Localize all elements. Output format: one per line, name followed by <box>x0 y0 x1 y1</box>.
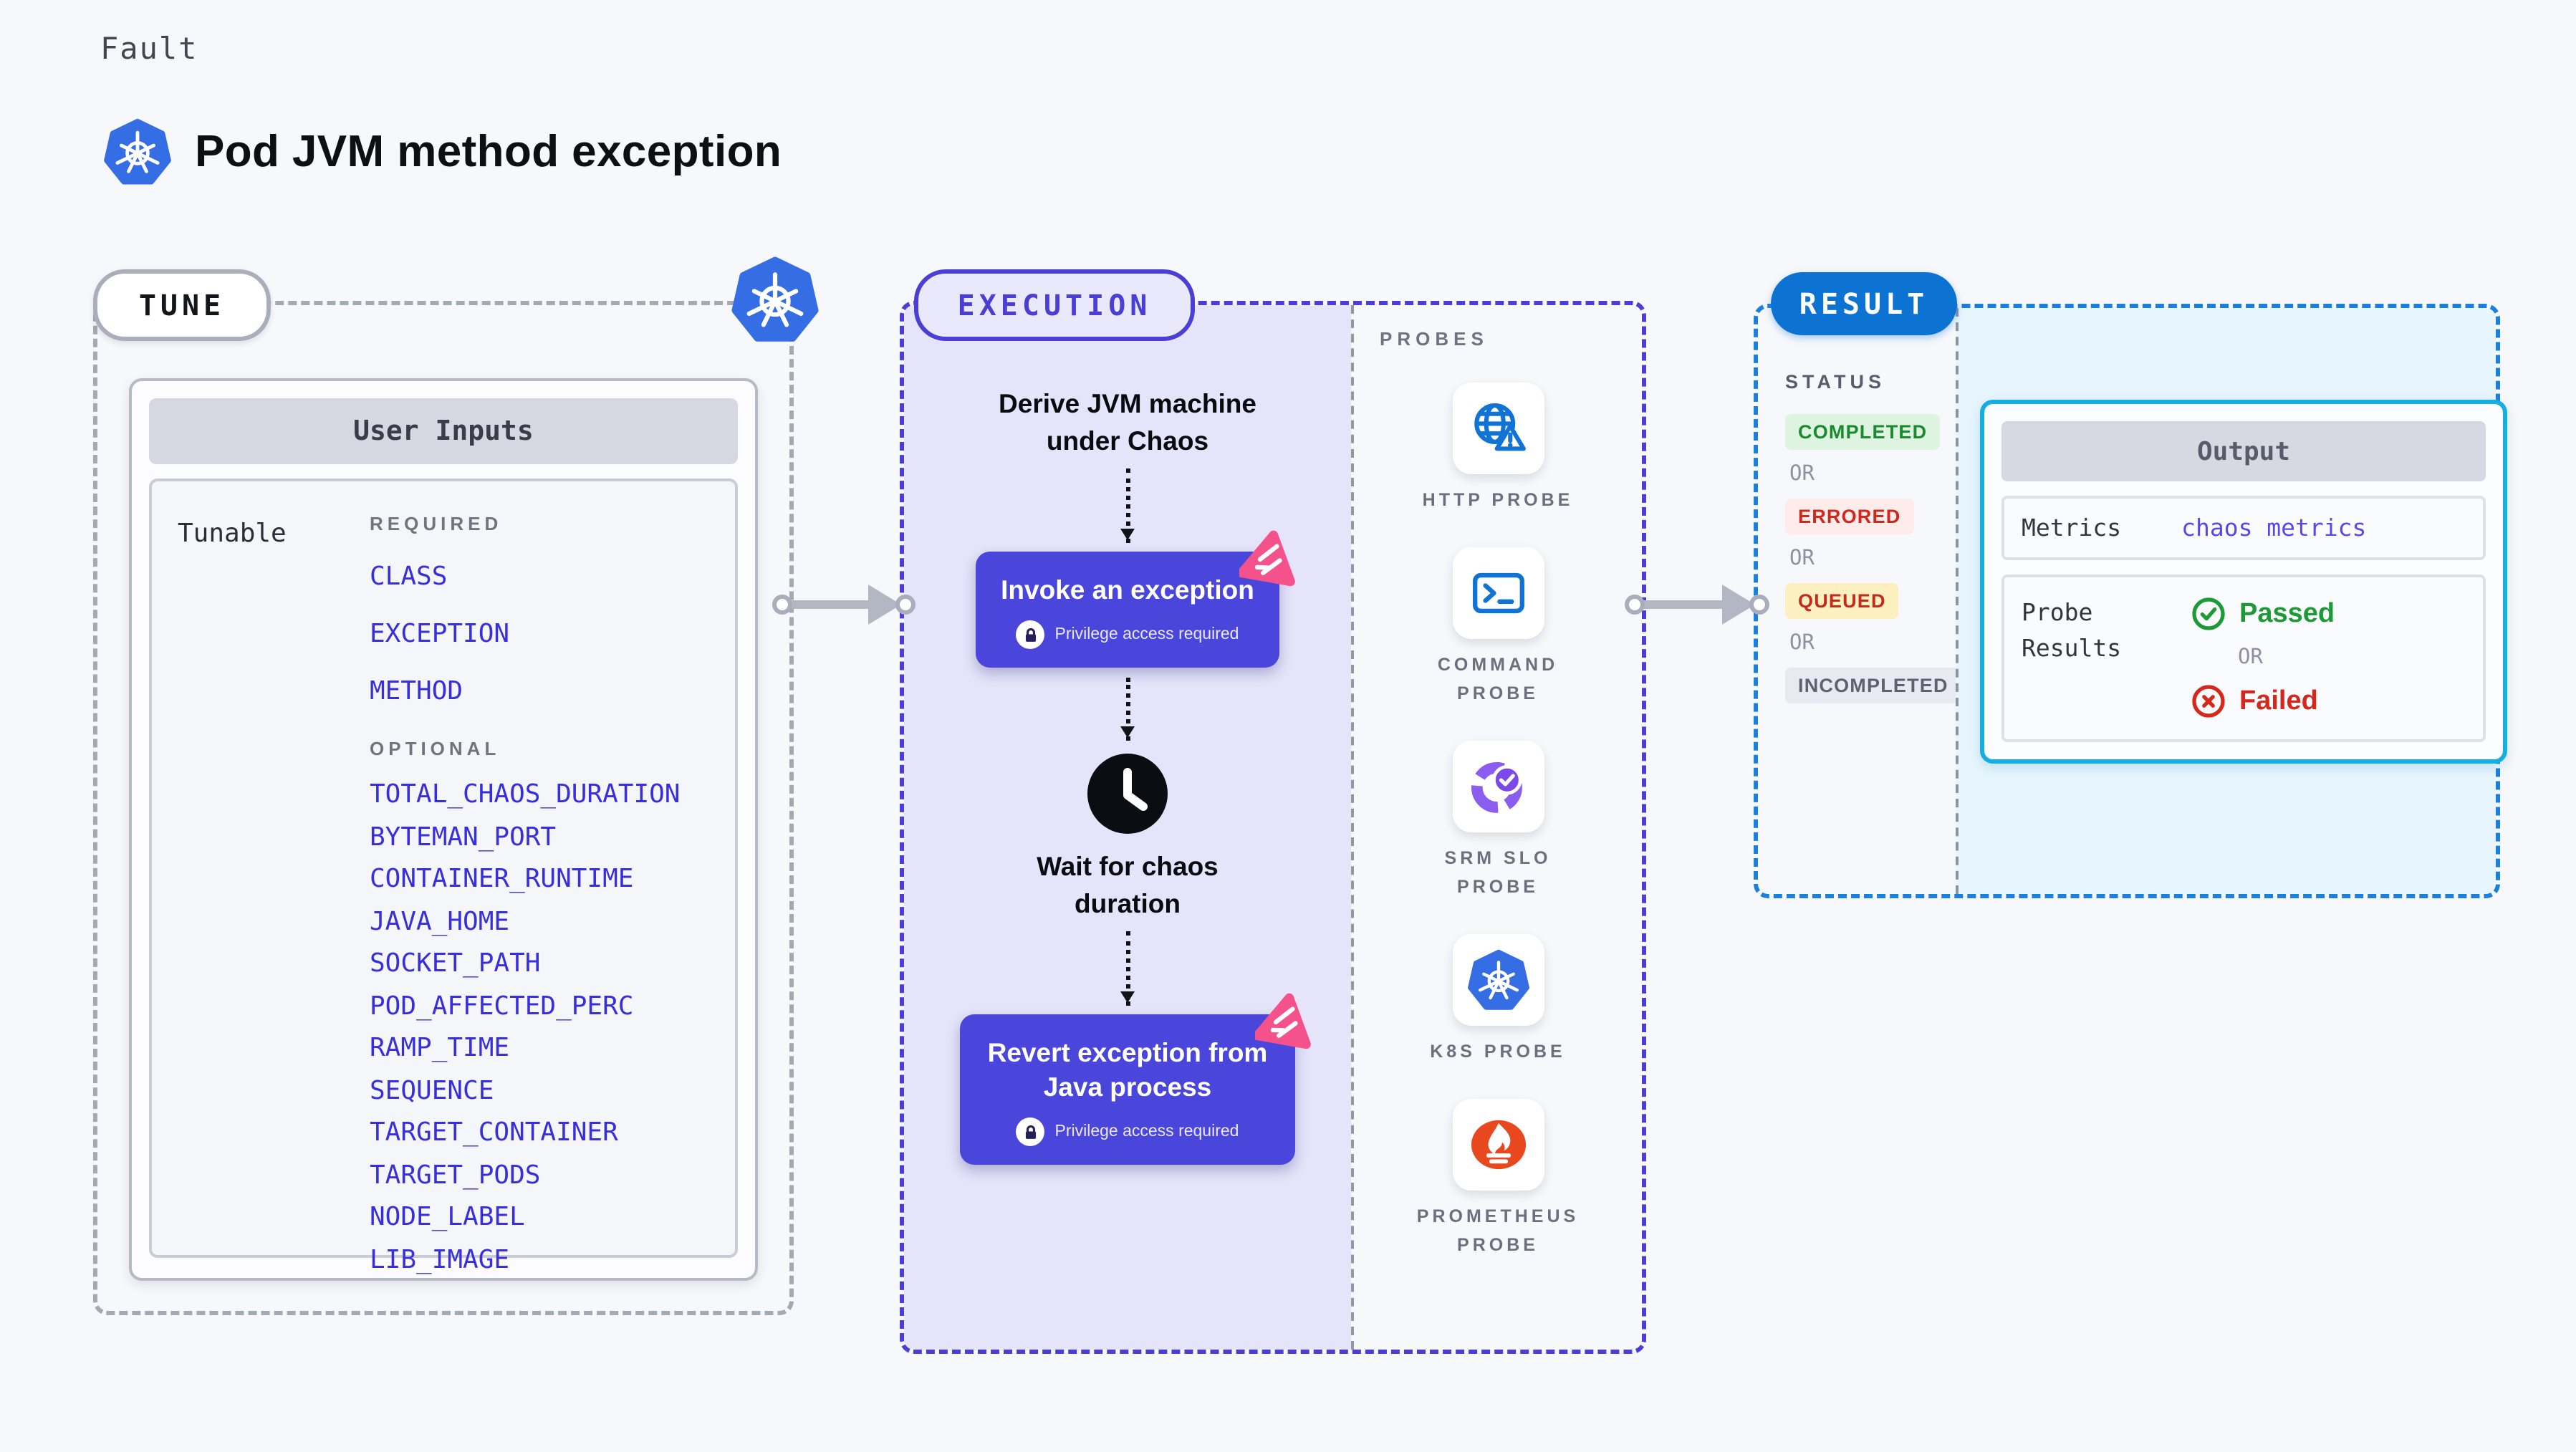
probe-item-http: HTTP PROBE <box>1423 383 1574 515</box>
tunable-link-lib-image[interactable]: LIB_IMAGE <box>370 1244 510 1274</box>
tunable-link-container-runtime[interactable]: CONTAINER_RUNTIME <box>370 864 634 894</box>
status-column: STATUS COMPLETED OR ERRORED OR QUEUED OR… <box>1758 308 1961 894</box>
clock-icon <box>1086 752 1169 835</box>
tunable-link-target-pods[interactable]: TARGET_PODS <box>370 1160 541 1190</box>
tunable-link-exception[interactable]: EXCEPTION <box>370 619 510 649</box>
result-section: STATUS COMPLETED OR ERRORED OR QUEUED OR… <box>1754 304 2507 898</box>
x-circle-icon <box>2191 683 2226 719</box>
wait-step-text: Wait for chaos duration <box>1037 851 1219 918</box>
tune-badge: TUNE <box>93 269 271 341</box>
probes-label: PROBES <box>1380 328 1489 350</box>
privilege-note: Privilege access required <box>1054 626 1239 644</box>
lock-icon <box>1016 620 1045 650</box>
terminal-icon <box>1452 547 1544 640</box>
output-box: Output Metrics chaos metrics Probe Resul… <box>1980 400 2507 764</box>
execution-badge: EXECUTION <box>914 269 1195 341</box>
execution-to-result-arrow <box>1625 582 1769 628</box>
user-inputs-header: User Inputs <box>149 398 738 464</box>
tunable-link-ramp-time[interactable]: RAMP_TIME <box>370 1033 510 1063</box>
status-badge-completed: COMPLETED <box>1785 414 1941 450</box>
or-label: OR <box>2238 646 2263 669</box>
result-badge: RESULT <box>1771 272 1957 335</box>
tunable-link-byteman-port[interactable]: BYTEMAN_PORT <box>370 822 557 852</box>
output-panel: Output Metrics chaos metrics Probe Resul… <box>1956 308 2507 894</box>
slo-gauge-icon <box>1452 741 1544 833</box>
probe-name: K8S PROBE <box>1430 1041 1566 1062</box>
or-label: OR <box>1789 463 1815 486</box>
required-section-label: REQUIRED <box>370 513 503 534</box>
tunable-link-target-container[interactable]: TARGET_CONTAINER <box>370 1117 618 1148</box>
passed-verdict: Passed <box>2191 596 2335 632</box>
tunable-link-socket-path[interactable]: SOCKET_PATH <box>370 948 541 979</box>
derive-step-text: Derive JVM machine under Chaos <box>999 388 1256 456</box>
status-label: STATUS <box>1785 371 1885 393</box>
tune-section <box>93 301 794 1315</box>
probe-name: HTTP PROBE <box>1422 490 1574 510</box>
or-label: OR <box>1789 632 1815 655</box>
optional-section-label: OPTIONAL <box>370 738 501 759</box>
chaos-metrics-link[interactable]: chaos metrics <box>2181 514 2367 542</box>
invoke-step-title: Invoke an exception <box>1001 574 1254 605</box>
probe-name: PROMETHEUS PROBE <box>1416 1206 1580 1255</box>
tunable-link-method[interactable]: METHOD <box>370 676 463 706</box>
chaos-logo-icon <box>1255 991 1315 1052</box>
user-inputs-body: Tunable REQUIRED CLASS EXCEPTION METHOD … <box>149 479 738 1274</box>
check-circle-icon <box>2191 596 2226 632</box>
privilege-note: Privilege access required <box>1054 1123 1239 1141</box>
kubernetes-icon <box>1452 933 1544 1026</box>
prometheus-icon <box>1452 1099 1544 1191</box>
probe-results-row: Probe Results Passed OR Failed <box>2001 574 2486 742</box>
kubernetes-icon <box>103 117 172 186</box>
revert-step-title: Revert exception from Java process <box>987 1037 1268 1102</box>
probe-item-srm-slo: SRM SLO PROBE <box>1405 741 1591 901</box>
page-title: Pod JVM method exception <box>195 126 782 176</box>
or-label: OR <box>1789 547 1815 570</box>
globe-alert-icon <box>1452 383 1544 474</box>
probe-name: SRM SLO PROBE <box>1444 848 1552 896</box>
metrics-row: Metrics chaos metrics <box>2001 496 2486 560</box>
failed-verdict: Failed <box>2191 683 2335 719</box>
tune-to-execution-arrow <box>772 582 915 628</box>
output-header: Output <box>2001 421 2486 481</box>
tunable-link-total-chaos-duration[interactable]: TOTAL_CHAOS_DURATION <box>370 779 681 809</box>
kubernetes-icon <box>731 255 820 344</box>
flow-arrow-down-icon <box>1120 931 1134 1006</box>
chaos-logo-icon <box>1239 529 1299 589</box>
tunable-link-class[interactable]: CLASS <box>370 562 448 592</box>
tunable-link-pod-affected-perc[interactable]: POD_AFFECTED_PERC <box>370 991 634 1021</box>
tunable-link-sequence[interactable]: SEQUENCE <box>370 1075 494 1105</box>
probe-name: COMMAND PROBE <box>1437 655 1559 703</box>
probe-item-prometheus: PROMETHEUS PROBE <box>1405 1099 1591 1260</box>
status-badge-errored: ERRORED <box>1785 499 1914 534</box>
fault-kicker: Fault <box>100 32 198 66</box>
passed-label: Passed <box>2239 598 2335 628</box>
tunable-row-label: Tunable <box>178 519 287 549</box>
execution-flow-panel: Derive JVM machine under Chaos Invoke an… <box>904 305 1351 1350</box>
flow-arrow-down-icon <box>1120 468 1134 544</box>
lock-icon <box>1016 1117 1045 1147</box>
probe-results-label: Probe Results <box>2022 599 2122 662</box>
probes-panel: PROBES HTTP PROBE COMMAND PROBE <box>1351 305 1642 1350</box>
probe-item-command: COMMAND PROBE <box>1405 547 1591 708</box>
user-inputs-card: User Inputs Tunable REQUIRED CLASS EXCEP… <box>129 378 758 1281</box>
metrics-label: Metrics <box>2022 514 2122 542</box>
tunable-link-java-home[interactable]: JAVA_HOME <box>370 906 510 936</box>
probe-item-k8s: K8S PROBE <box>1430 933 1566 1067</box>
invoke-exception-step: Invoke an exception Privilege access req… <box>976 552 1279 668</box>
tunable-link-node-label[interactable]: NODE_LABEL <box>370 1202 525 1232</box>
execution-section: Derive JVM machine under Chaos Invoke an… <box>900 301 1646 1354</box>
failed-label: Failed <box>2239 686 2318 716</box>
status-badge-incompleted: INCOMPLETED <box>1785 668 1961 703</box>
status-badge-queued: QUEUED <box>1785 583 1899 619</box>
revert-exception-step: Revert exception from Java process Privi… <box>960 1014 1295 1165</box>
flow-arrow-down-icon <box>1120 678 1134 741</box>
